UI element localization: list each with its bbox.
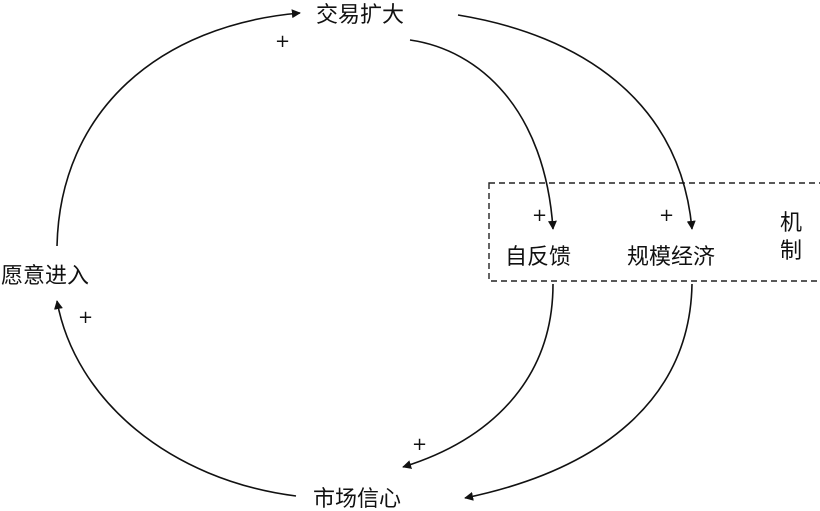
node-economies-of-scale: 规模经济 [627, 245, 715, 270]
edge-scale-to-confidence [464, 283, 693, 501]
polarity-trade-to-self-feedback: + [532, 205, 547, 226]
polarity-trade-to-scale: + [659, 205, 674, 226]
edge-willingness-to-trade [56, 9, 301, 247]
mechanism-label-line2: 制 [780, 239, 802, 264]
mechanism-box [488, 182, 820, 282]
polarity-confidence-to-willingness: + [78, 307, 93, 328]
edge-confidence-to-willingness [54, 300, 297, 497]
edge-trade-to-self-feedback [409, 39, 557, 230]
node-trade-expansion: 交易扩大 [316, 3, 404, 28]
node-self-feedback: 自反馈 [505, 245, 571, 270]
node-market-confidence: 市场信心 [313, 487, 401, 511]
edge-trade-to-scale [457, 14, 696, 230]
edge-self-feedback-to-confidence [402, 283, 554, 469]
polarity-self-feedback-to-confidence: + [412, 434, 427, 455]
node-willingness-to-enter: 愿意进入 [1, 264, 89, 289]
polarity-willingness-to-trade: + [275, 31, 290, 52]
mechanism-label-line1: 机 [780, 211, 802, 236]
